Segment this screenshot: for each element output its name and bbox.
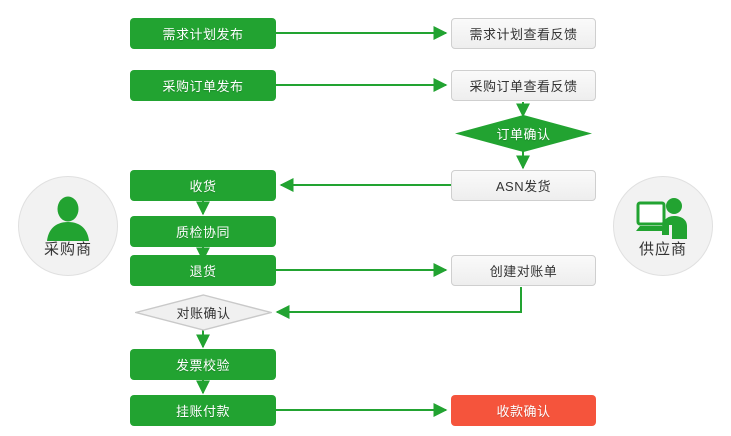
user-computer-icon: [635, 195, 691, 241]
node-label: 对账确认: [176, 306, 231, 321]
node-return-goods[interactable]: 退货: [130, 255, 276, 286]
node-label: 采购订单发布: [162, 79, 244, 94]
node-asn-ship[interactable]: ASN发货: [451, 170, 596, 201]
node-label: 采购订单查看反馈: [469, 79, 578, 94]
node-label: ASN发货: [495, 179, 552, 194]
node-demand-plan-feedback[interactable]: 需求计划查看反馈: [451, 18, 596, 49]
user-icon: [40, 195, 96, 241]
node-label: 订单确认: [496, 127, 551, 142]
node-label: 质检协同: [175, 225, 230, 240]
node-order-confirm[interactable]: 订单确认: [455, 115, 592, 152]
node-label: 创建对账单: [489, 264, 558, 279]
actor-supplier-label: 供应商: [638, 241, 687, 258]
actor-supplier[interactable]: 供应商: [613, 176, 713, 276]
node-demand-plan-publish[interactable]: 需求计划发布: [130, 18, 276, 49]
node-label: 挂账付款: [175, 404, 230, 419]
actor-buyer[interactable]: 采购商: [18, 176, 118, 276]
node-label: 收款确认: [496, 404, 551, 419]
node-payable-payment[interactable]: 挂账付款: [130, 395, 276, 426]
node-receive-goods[interactable]: 收货: [130, 170, 276, 201]
edge-create-statement-to-statement-confirm: [275, 287, 522, 319]
node-po-publish[interactable]: 采购订单发布: [130, 70, 276, 101]
node-label: 收货: [189, 179, 217, 194]
node-label: 需求计划查看反馈: [469, 27, 578, 42]
node-label: 退货: [189, 264, 217, 279]
node-invoice-verify[interactable]: 发票校验: [130, 349, 276, 380]
node-quality-collab[interactable]: 质检协同: [130, 216, 276, 247]
node-statement-confirm[interactable]: 对账确认: [135, 294, 272, 331]
node-label: 需求计划发布: [162, 27, 244, 42]
node-po-feedback[interactable]: 采购订单查看反馈: [451, 70, 596, 101]
node-create-statement[interactable]: 创建对账单: [451, 255, 596, 286]
node-payment-confirm[interactable]: 收款确认: [451, 395, 596, 426]
actor-buyer-label: 采购商: [43, 241, 92, 258]
node-label: 发票校验: [175, 358, 230, 373]
